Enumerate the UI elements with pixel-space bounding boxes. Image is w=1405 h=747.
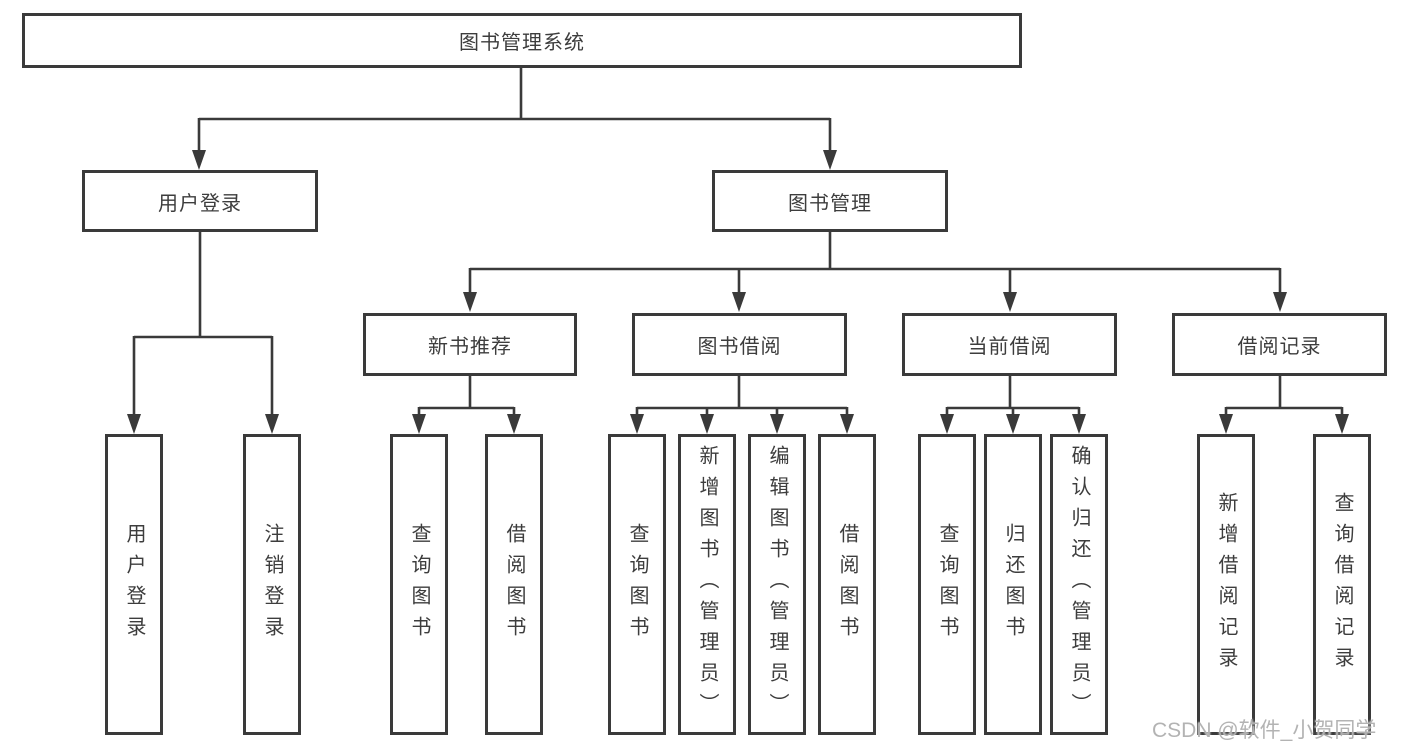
node-new-book-recommend: 新书推荐 — [363, 313, 577, 376]
node-label: 图书管理系统 — [459, 32, 585, 54]
leaf-confirm-return-admin: 确认归还（管理员） — [1050, 434, 1108, 735]
csdn-watermark: CSDN @软件_小贺同学 — [1152, 719, 1377, 742]
node-label: 新书推荐 — [428, 336, 512, 358]
leaf-label: 查询图书 — [408, 522, 430, 647]
leaf-label: 借阅图书 — [836, 522, 858, 647]
leaf-query-books-recommend: 查询图书 — [390, 434, 448, 735]
leaf-label: 借阅图书 — [503, 522, 525, 647]
leaf-user-login: 用户登录 — [105, 434, 163, 735]
leaf-label: 确认归还（管理员） — [1068, 445, 1090, 724]
node-label: 图书管理 — [788, 192, 872, 215]
node-label: 当前借阅 — [967, 336, 1052, 358]
leaf-label: 新增借阅记录 — [1215, 491, 1237, 678]
leaf-label: 查询图书 — [936, 522, 958, 647]
leaf-query-borrow-record: 查询借阅记录 — [1313, 434, 1371, 735]
leaf-label: 用户登录 — [123, 522, 145, 647]
leaf-borrow-books: 借阅图书 — [818, 434, 876, 735]
leaf-query-books-current: 查询图书 — [918, 434, 976, 735]
leaf-label: 查询图书 — [626, 522, 648, 647]
node-book-management: 图书管理 — [712, 170, 948, 232]
node-borrow-records: 借阅记录 — [1172, 313, 1387, 376]
leaf-label: 归还图书 — [1002, 522, 1024, 647]
leaf-label: 新增图书（管理员） — [696, 445, 718, 724]
leaf-return-books: 归还图书 — [984, 434, 1042, 735]
leaf-add-books-admin: 新增图书（管理员） — [678, 434, 736, 735]
leaf-label: 注销登录 — [261, 522, 283, 647]
node-current-borrow: 当前借阅 — [902, 313, 1117, 376]
node-book-borrow: 图书借阅 — [632, 313, 847, 376]
node-library-management-system: 图书管理系统 — [22, 13, 1022, 68]
leaf-edit-books-admin: 编辑图书（管理员） — [748, 434, 806, 735]
leaf-borrow-books-recommend: 借阅图书 — [485, 434, 543, 735]
node-label: 用户登录 — [158, 192, 242, 215]
leaf-logout: 注销登录 — [243, 434, 301, 735]
node-user-login: 用户登录 — [82, 170, 318, 232]
leaf-label: 编辑图书（管理员） — [766, 445, 788, 724]
node-label: 图书借阅 — [697, 336, 782, 358]
node-label: 借阅记录 — [1237, 336, 1322, 358]
leaf-query-books-borrow: 查询图书 — [608, 434, 666, 735]
leaf-add-borrow-record: 新增借阅记录 — [1197, 434, 1255, 735]
leaf-label: 查询借阅记录 — [1331, 491, 1353, 678]
